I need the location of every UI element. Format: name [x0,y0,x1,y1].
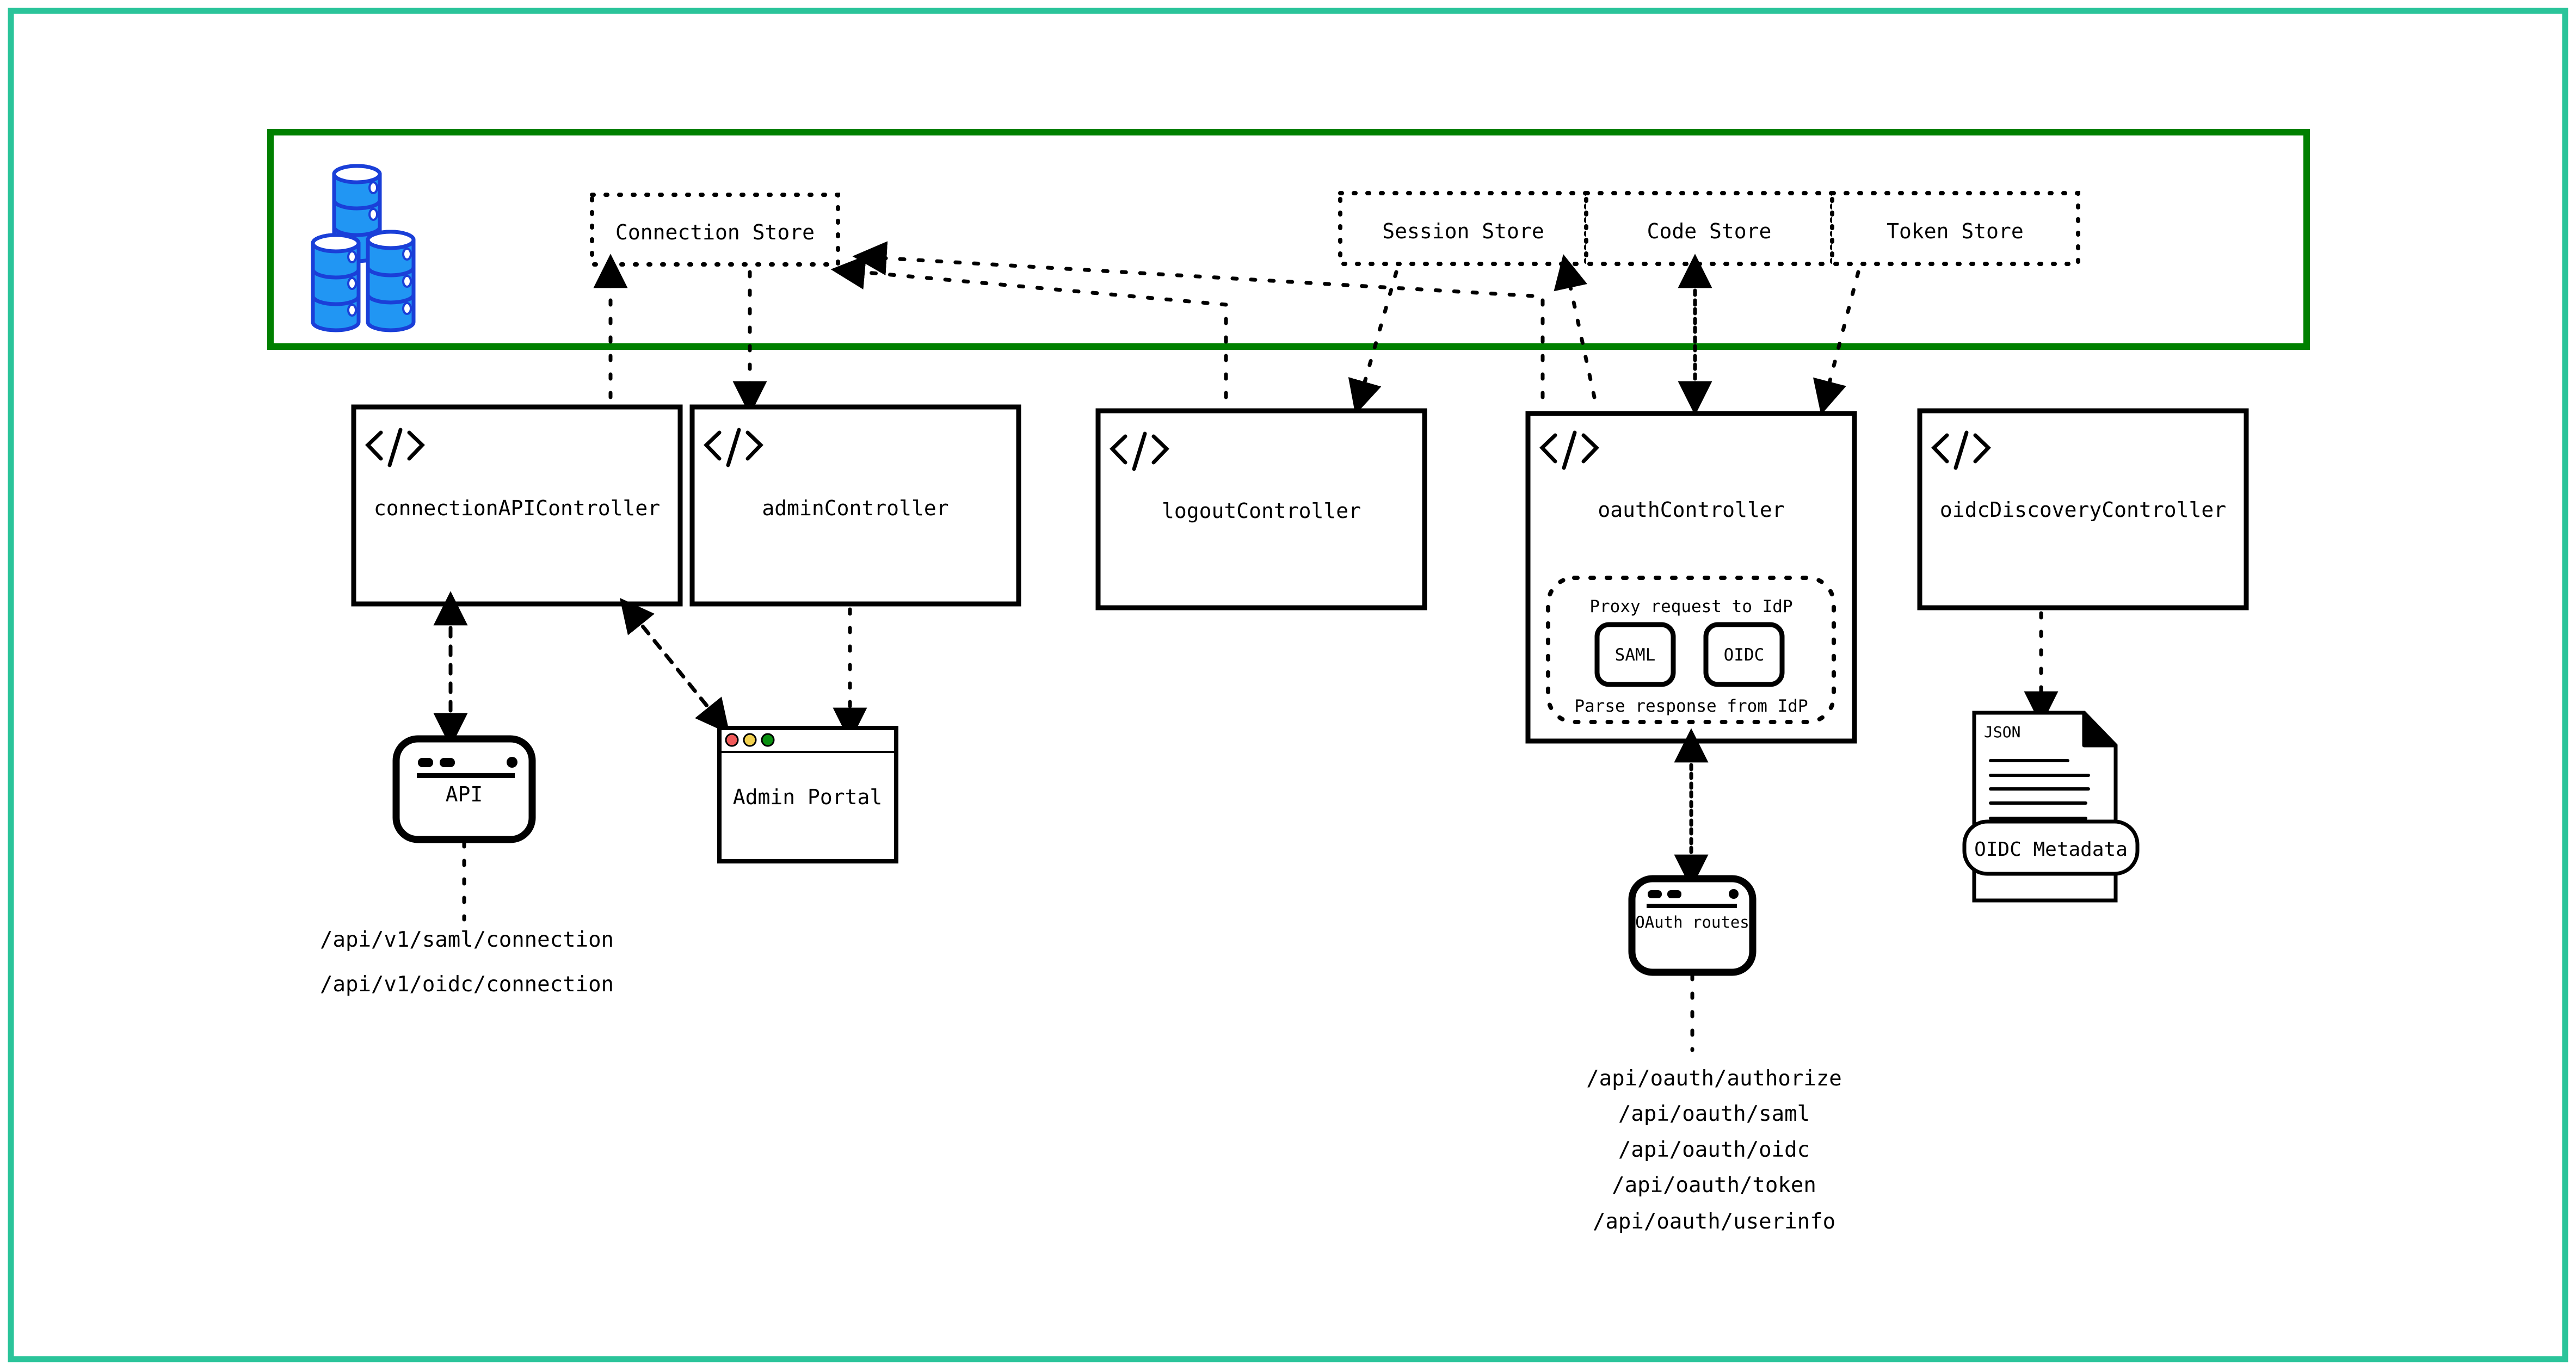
code-brackets-icon [365,428,425,467]
edge-oauth-to-sessionstore [1554,254,1597,399]
saml-badge-label: SAML [1615,645,1656,665]
connection-store[interactable]: Connection Store [590,193,840,267]
oidc-discovery-controller-label: oidcDiscoveryController [1940,498,2226,522]
oauth-controller[interactable]: oauthController Proxy request to IdP SAM… [1525,411,1857,744]
traffic-light-green [761,733,775,747]
token-store-label: Token Store [1887,219,2024,243]
connection-store-label: Connection Store [615,220,815,244]
database-cylinders-icon [311,164,416,332]
route-item: /api/oauth/token [1612,1173,1816,1198]
connection-api-controller[interactable]: connectionAPIController [351,404,683,607]
connection-api-controller-label: connectionAPIController [374,496,660,520]
window-titlebar-rule [417,773,515,778]
logout-controller-label: logoutController [1162,499,1361,523]
oidc-badge[interactable]: OIDC [1703,622,1785,687]
route-item: /api/oauth/userinfo [1593,1209,1835,1234]
oauth-routes[interactable]: OAuth routes [1628,875,1757,976]
window-dot-3 [1729,889,1739,899]
code-brackets-icon [1931,430,1991,470]
oidc-discovery-controller[interactable]: oidcDiscoveryController [1917,408,2249,610]
json-doc-tag: JSON [1984,723,2020,741]
oidc-metadata-label: OIDC Metadata [1974,838,2128,861]
token-store[interactable]: Token Store [1830,191,2080,266]
code-store[interactable]: Code Store [1584,191,1834,266]
oauth-controller-label: oauthController [1598,498,1784,522]
oauth-route-list: /api/oauth/authorize /api/oauth/saml /ap… [1586,1066,1842,1234]
code-brackets-icon [704,428,763,467]
oauth-routes-label: OAuth routes [1635,913,1749,931]
edge-logout-to-connstore [830,255,1228,399]
route-item: /api/oauth/oidc [1618,1138,1810,1162]
window-dot-2 [1667,890,1681,898]
logout-controller[interactable]: logoutController [1095,408,1427,610]
oauth-proxy-group: Proxy request to IdP SAML OIDC Parse res… [1546,576,1836,724]
edge-tokenstore-to-oauth [1813,270,1860,415]
route-item: /api/v1/oidc/connection [320,972,614,997]
route-item: /api/v1/saml/connection [320,928,614,952]
route-item: /api/oauth/authorize [1586,1066,1842,1091]
datastore-container [267,129,2310,350]
api-node[interactable]: API [392,735,536,843]
edge-sessionstore-to-logout [1348,270,1398,415]
connection-routes: /api/v1/saml/connection /api/v1/oidc/con… [320,928,614,997]
oidc-badge-label: OIDC [1724,645,1765,665]
window-dot-1 [1648,890,1662,898]
admin-controller-label: adminController [762,496,948,520]
oidc-metadata[interactable]: JSON OIDC Metadata [1962,711,2140,903]
traffic-light-yellow [743,733,757,747]
window-dot-1 [418,758,433,767]
window-dot-2 [440,758,455,767]
code-brackets-icon [1110,431,1169,471]
route-item: /api/oauth/saml [1618,1102,1810,1126]
admin-controller[interactable]: adminController [689,404,1021,607]
session-store[interactable]: Session Store [1338,191,1588,266]
proxy-request-label: Proxy request to IdP [1589,597,1792,616]
parse-response-label: Parse response from IdP [1574,696,1808,716]
window-titlebar-rule [1647,904,1737,908]
edge-portal-to-admin [619,597,720,722]
api-node-label: API [446,782,483,806]
admin-portal-label: Admin Portal [733,785,883,809]
outer-frame [8,8,2568,1362]
traffic-light-red [725,733,739,747]
session-store-label: Session Store [1382,219,1544,243]
saml-badge[interactable]: SAML [1594,622,1676,687]
code-store-label: Code Store [1647,219,1772,243]
window-dot-3 [507,757,517,768]
admin-portal[interactable]: Admin Portal [717,726,898,863]
code-brackets-icon [1539,430,1599,470]
